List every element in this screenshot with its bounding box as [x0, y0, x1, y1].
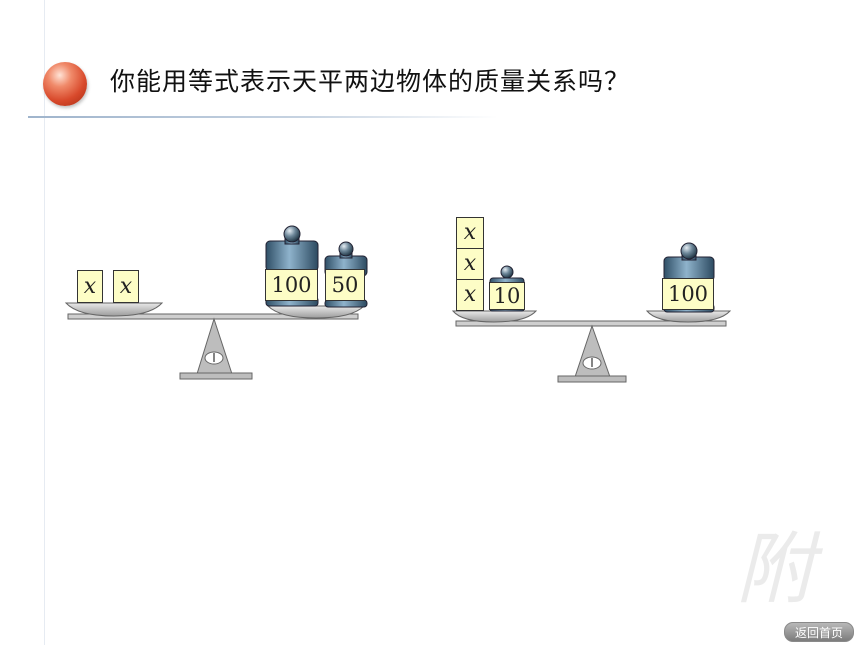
right-pan — [645, 310, 732, 323]
unknown-x-box: x — [456, 217, 484, 249]
beam — [67, 313, 359, 320]
left-vertical-rule — [44, 0, 45, 645]
weight-label-100: 100 — [265, 269, 318, 301]
unknown-x-box: x — [456, 248, 484, 280]
weight-label-50: 50 — [325, 269, 365, 301]
header-underline — [28, 116, 498, 118]
beam — [455, 320, 727, 327]
weight-label-100: 100 — [662, 278, 714, 310]
unknown-x-box: x — [77, 270, 103, 303]
left-pan — [64, 302, 164, 317]
stand-base — [557, 375, 627, 383]
stand — [196, 317, 233, 375]
unknown-x-box: x — [456, 279, 484, 311]
unknown-x-box: x — [113, 270, 139, 303]
question-title: 你能用等式表示天平两边物体的质量关系吗？ — [110, 67, 631, 96]
left-pan — [451, 310, 538, 323]
corner-watermark: 附 — [736, 525, 814, 615]
right-pan — [266, 305, 366, 319]
return-home-button[interactable]: 返回首页 — [784, 622, 854, 642]
stand-base — [179, 372, 253, 380]
red-sphere-bullet-icon — [43, 62, 87, 106]
weight-label-10: 10 — [489, 282, 525, 310]
